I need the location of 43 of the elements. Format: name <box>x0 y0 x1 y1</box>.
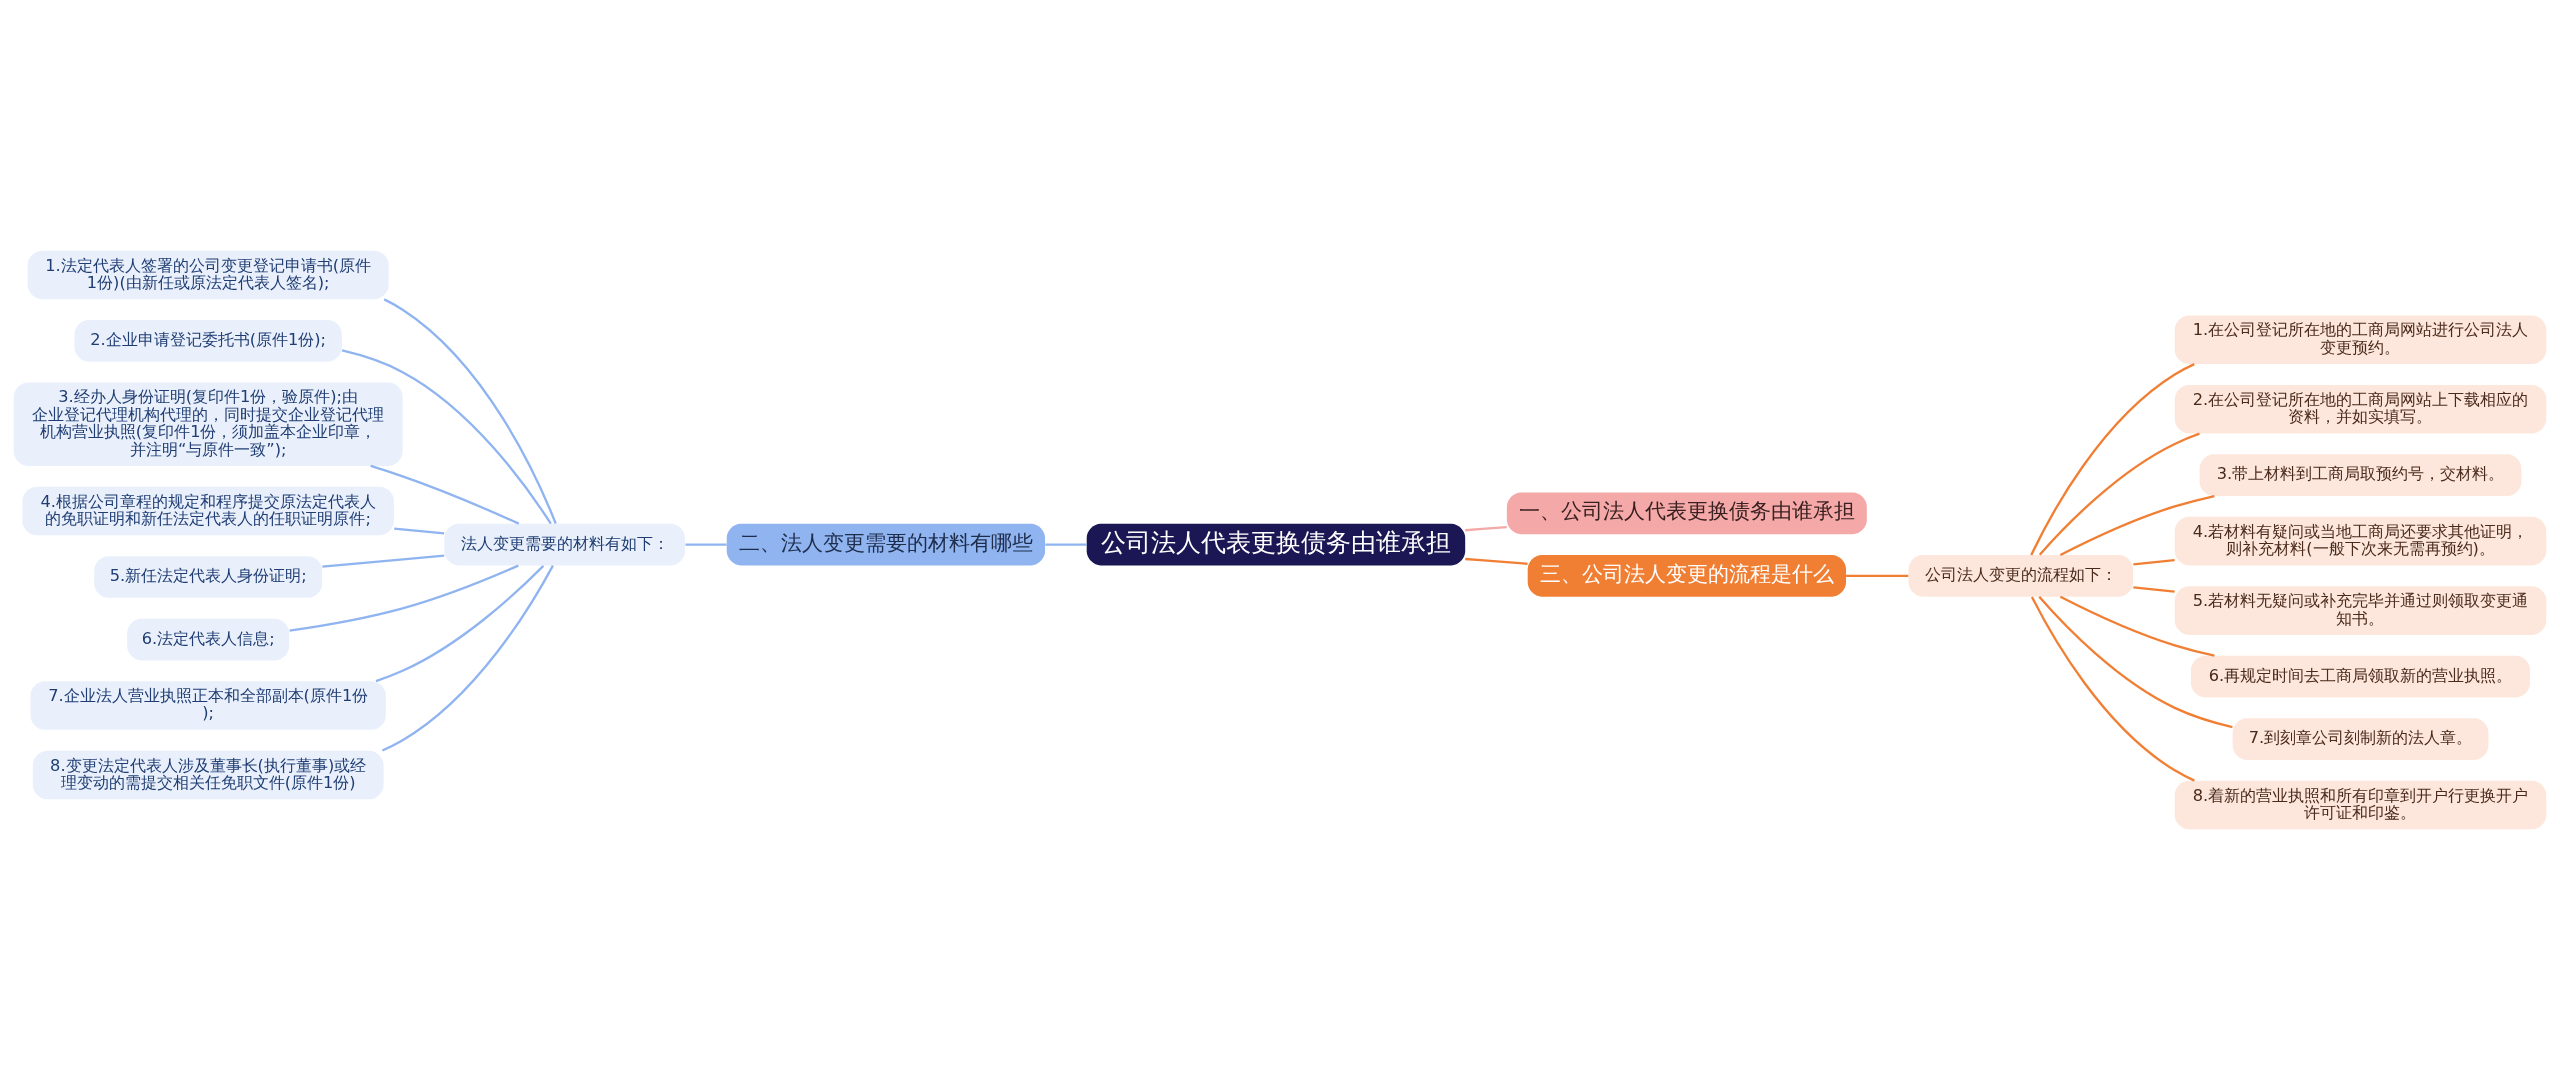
connector <box>2038 432 2200 555</box>
connector <box>2133 558 2175 566</box>
node-box: 3.带上材料到工商局取预约号，交材料。 <box>2199 453 2522 496</box>
connector <box>381 564 554 752</box>
node-box: 3.经办人身份证明(复印件1份，验原件);由企业登记代理机构代理的，同时提交企业登记代理机构营业执照(复印件1份，须加盖本企业印章，并注明“与原件一致”); <box>13 382 403 466</box>
node-box: 5.新任法定代表人身份证明; <box>94 555 323 598</box>
node-box: 2.企业申请登记委托书(原件1份); <box>74 319 342 362</box>
connector <box>1045 542 1087 546</box>
connector <box>1465 525 1507 531</box>
connector <box>685 542 727 546</box>
node-box: 4.若材料有疑问或当地工商局还要求其他证明，则补充材料(一般下次来无需再预约)。 <box>2174 516 2547 565</box>
connector <box>375 564 545 682</box>
connector <box>2030 362 2195 555</box>
connector <box>289 564 519 632</box>
connector <box>394 526 445 534</box>
node-box: 1.法定代表人签署的公司变更登记申请书(原件1份)(由新任或原法定代表人签名); <box>27 250 389 299</box>
node-box: 法人变更需要的材料有如下： <box>444 523 686 565</box>
node-box: 7.企业法人营业执照正本和全部副本(原件1份); <box>30 680 386 730</box>
connector <box>2059 494 2215 556</box>
node-box: 4.根据公司章程的规定和程序提交原法定代表人的免职证明和新任法定代表人的任职证明原件; <box>22 486 394 535</box>
node-box: 2.在公司登记所在地的工商局网站上下载相应的资料，并如实填写。 <box>2174 384 2547 433</box>
connector <box>341 348 552 524</box>
node-box: 8.着新的营业执照和所有印章到开户行更换开户许可证和印鉴。 <box>2174 780 2547 829</box>
node-box: 公司法人变更的流程如下： <box>1908 554 2134 597</box>
node-box: 一、公司法人代表更换债务由谁承担 <box>1506 492 1867 534</box>
node-box: 1.在公司登记所在地的工商局网站进行公司法人变更预约。 <box>2174 314 2547 364</box>
node-box: 三、公司法人变更的流程是什么 <box>1527 554 1846 597</box>
connector <box>2030 595 2195 782</box>
node-box: 5.若材料无疑问或补充完毕并通过则领取变更通知书。 <box>2174 585 2547 635</box>
connector <box>370 464 520 525</box>
node-box: 二、法人变更需要的材料有哪些 <box>726 523 1046 565</box>
node-box: 公司法人代表更换债务由谁承担 <box>1086 523 1466 565</box>
node-box: 6.法定代表人信息; <box>127 618 290 660</box>
connector <box>322 553 445 568</box>
node-box: 7.到刻章公司刻制新的法人章。 <box>2232 717 2489 760</box>
connector <box>1465 557 1528 565</box>
connector <box>383 297 557 524</box>
node-box: 6.再规定时间去工商局领取新的营业执照。 <box>2190 655 2531 697</box>
connector <box>1846 574 1909 577</box>
connector <box>2038 595 2233 728</box>
connector <box>2059 595 2215 657</box>
node-box: 8.变更法定代表人涉及董事长(执行董事)或经理变动的需提交相关任免职文件(原件1份) <box>32 750 384 799</box>
connector <box>2133 585 2175 593</box>
